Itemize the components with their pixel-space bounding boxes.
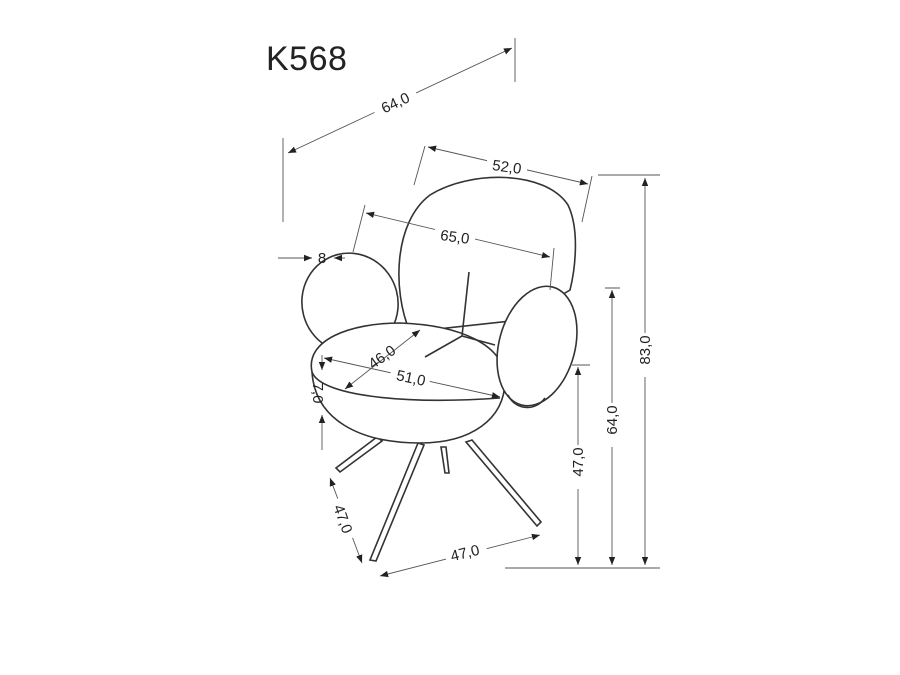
right-armrest [496, 285, 578, 407]
dim-total-height: 83,0 [637, 335, 654, 364]
dim-seat-height: 47,0 [570, 447, 587, 476]
dim-base-depth: 47,0 [330, 503, 356, 536]
dim-seat-width: 51,0 [395, 367, 427, 390]
dim-arm-width: 8 [318, 250, 326, 267]
dim-inner-width: 65,0 [439, 227, 470, 248]
dim-base-width: 47,0 [449, 542, 481, 566]
dim-back-width: 52,0 [491, 157, 522, 178]
construction-lines [424, 271, 496, 358]
dim-arm-height: 64,0 [604, 405, 621, 434]
dim-seat-thickness: 7,0 [309, 383, 326, 404]
chair-legs [334, 435, 543, 562]
